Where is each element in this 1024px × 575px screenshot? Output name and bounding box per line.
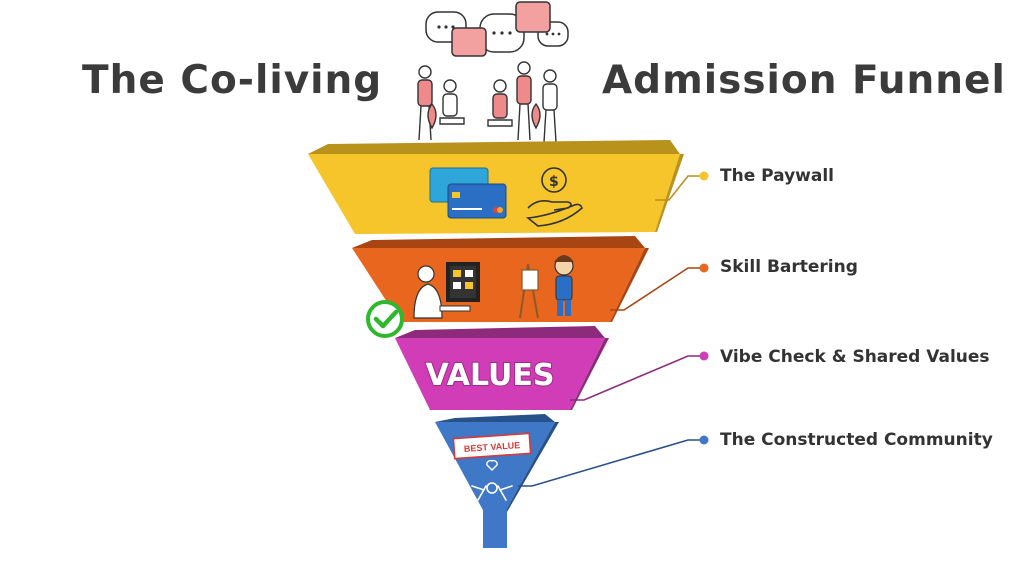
stage-label-3: Vibe Check & Shared Values bbox=[720, 347, 990, 367]
connector-line-3 bbox=[570, 355, 700, 401]
connector-dot-3 bbox=[699, 351, 709, 361]
stage-label-2: Skill Bartering bbox=[720, 257, 858, 277]
remote-worker-and-artist-icon bbox=[413, 255, 574, 319]
funnel-layer-lip-2 bbox=[352, 236, 645, 248]
stage-label-4: The Constructed Community bbox=[720, 430, 993, 450]
funnel-layer-lip-3 bbox=[395, 326, 605, 338]
funnel-layer-shade-2 bbox=[610, 248, 649, 322]
funnel-layer-lip-1 bbox=[308, 140, 680, 154]
title-right: Admission Funnel bbox=[602, 58, 1006, 103]
title-left: The Co-living bbox=[82, 58, 383, 103]
funnel-layer-shade-3 bbox=[570, 338, 609, 410]
stage-label-1: The Paywall bbox=[720, 166, 835, 186]
svg-text:$: $ bbox=[549, 174, 559, 190]
people-discussion-icon bbox=[417, 1, 569, 143]
funnel-layer-lip-4 bbox=[435, 414, 555, 422]
connector-dot-1 bbox=[699, 171, 709, 181]
best-value-community-hands-icon: BEST VALUE bbox=[452, 432, 532, 501]
connector-dot-2 bbox=[699, 263, 709, 273]
funnel-spout bbox=[483, 500, 507, 548]
connector-line-1 bbox=[655, 175, 700, 201]
connector-dot-4 bbox=[699, 435, 709, 445]
connector-line-2 bbox=[610, 267, 700, 311]
funnel-layer-shade-4 bbox=[505, 422, 559, 512]
funnel-layer-3 bbox=[395, 338, 605, 410]
check-circle-icon bbox=[366, 300, 404, 338]
best-value-stamp: BEST VALUE bbox=[464, 440, 521, 454]
values-wordart: VALUES bbox=[426, 358, 555, 393]
funnel-layer-shade-1 bbox=[655, 154, 684, 232]
credit-cards-and-payment-hand-icon: $ bbox=[429, 167, 583, 227]
connector-line-4 bbox=[518, 439, 700, 487]
